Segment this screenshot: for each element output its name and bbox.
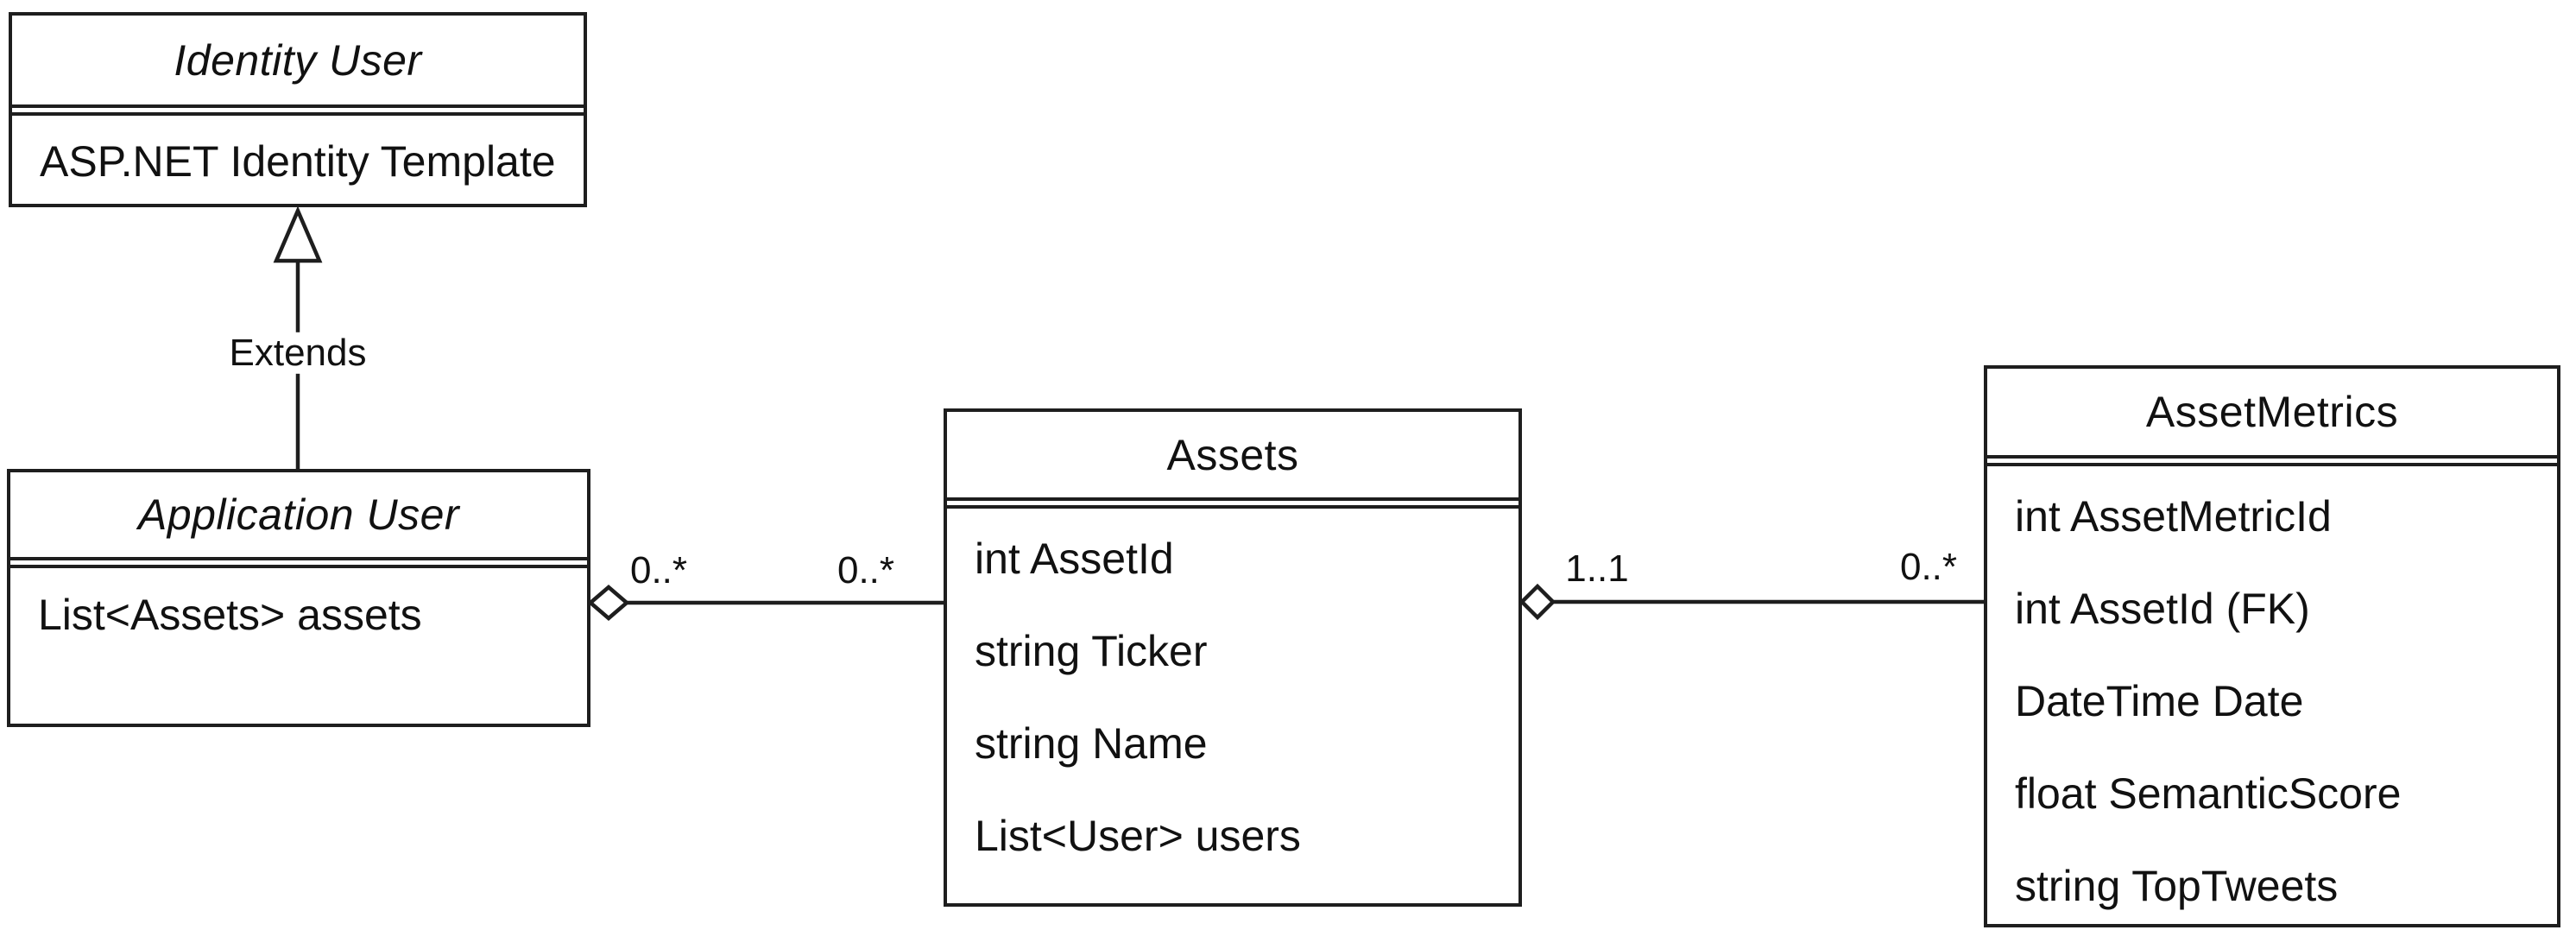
- class-assets-title: Assets: [947, 412, 1518, 501]
- class-attribute: string Name: [975, 718, 1208, 768]
- class-attribute: int AssetId (FK): [2015, 584, 2310, 633]
- aggregation-diamond-assets-metrics: [1518, 583, 1556, 621]
- class-attribute: int AssetMetricId: [2015, 491, 2332, 541]
- class-asset-metrics-title: AssetMetrics: [1987, 369, 2557, 459]
- class-asset-metrics: AssetMetrics int AssetMetricId int Asset…: [1984, 365, 2560, 927]
- multiplicity-assets-metrics-target: 0..*: [1892, 546, 1965, 589]
- class-attribute: List<User> users: [975, 811, 1301, 860]
- class-application-user: Application User List<Assets> assets: [7, 469, 590, 727]
- class-identity-user-attributes: ASP.NET Identity Template: [12, 112, 584, 204]
- class-attribute: string Ticker: [975, 626, 1208, 675]
- multiplicity-assets-metrics-source: 1..1: [1558, 547, 1636, 591]
- class-attribute: List<Assets> assets: [38, 591, 422, 639]
- class-attribute: string TopTweets: [2015, 861, 2339, 910]
- extends-label: Extends: [222, 332, 374, 375]
- multiplicity-user-assets-target: 0..*: [830, 549, 902, 592]
- class-asset-metrics-attributes: int AssetMetricId int AssetId (FK) DateT…: [1987, 463, 2557, 932]
- class-assets-attributes: int AssetId string Ticker string Name Li…: [947, 505, 1518, 903]
- class-identity-user-title: Identity User: [12, 16, 584, 108]
- class-attribute: float SemanticScore: [2015, 769, 2402, 818]
- multiplicity-user-assets-source: 0..*: [622, 549, 695, 592]
- aggregation-diamond-user-assets: [587, 585, 630, 621]
- class-attribute: ASP.NET Identity Template: [40, 137, 556, 186]
- generalization-arrowhead: [273, 206, 323, 263]
- class-identity-user: Identity User ASP.NET Identity Template: [9, 12, 587, 207]
- class-assets: Assets int AssetId string Ticker string …: [944, 408, 1522, 907]
- class-attribute: int AssetId: [975, 534, 1174, 583]
- class-application-user-title: Application User: [10, 472, 587, 560]
- class-application-user-attributes: List<Assets> assets: [10, 565, 587, 724]
- class-attribute: DateTime Date: [2015, 676, 2304, 725]
